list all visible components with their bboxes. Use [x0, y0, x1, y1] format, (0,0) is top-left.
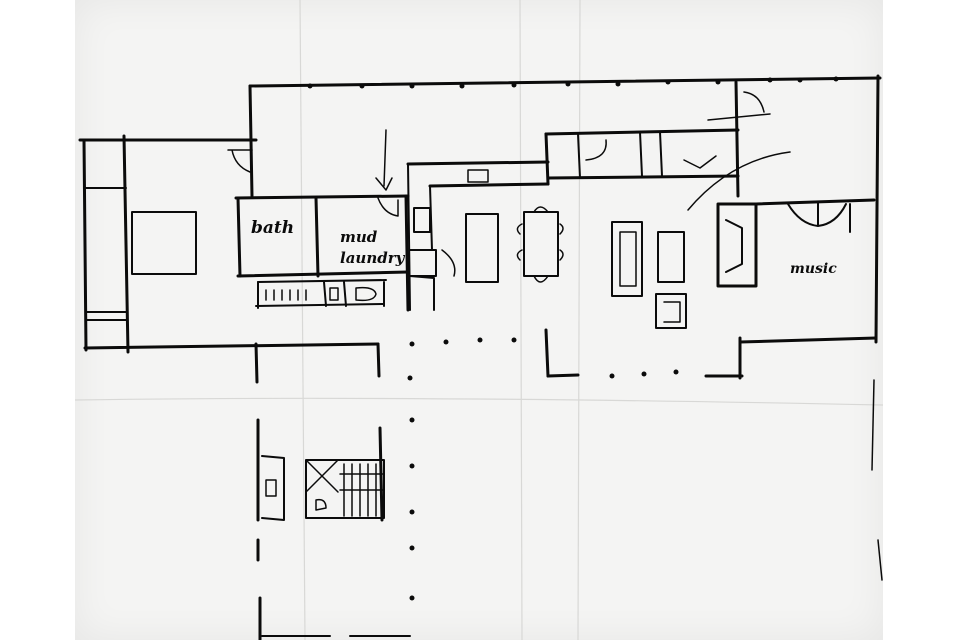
- room-label-laundry: laundry: [340, 249, 405, 267]
- room-label-bath: bath: [251, 218, 295, 238]
- paper-creases: [74, 0, 884, 640]
- sketch-paper: [75, 0, 883, 640]
- lower-wing: [256, 379, 883, 640]
- column-dots: [307, 76, 839, 601]
- furniture: [465, 206, 687, 329]
- kitchen: [406, 160, 550, 311]
- room-label-music: music: [790, 261, 837, 277]
- service-rooms: [234, 129, 410, 312]
- exterior-walls: [83, 74, 882, 384]
- left-wing: [78, 134, 258, 354]
- music-room: [716, 198, 876, 288]
- storage-block: [544, 80, 791, 211]
- room-label-mud: mud: [340, 228, 378, 246]
